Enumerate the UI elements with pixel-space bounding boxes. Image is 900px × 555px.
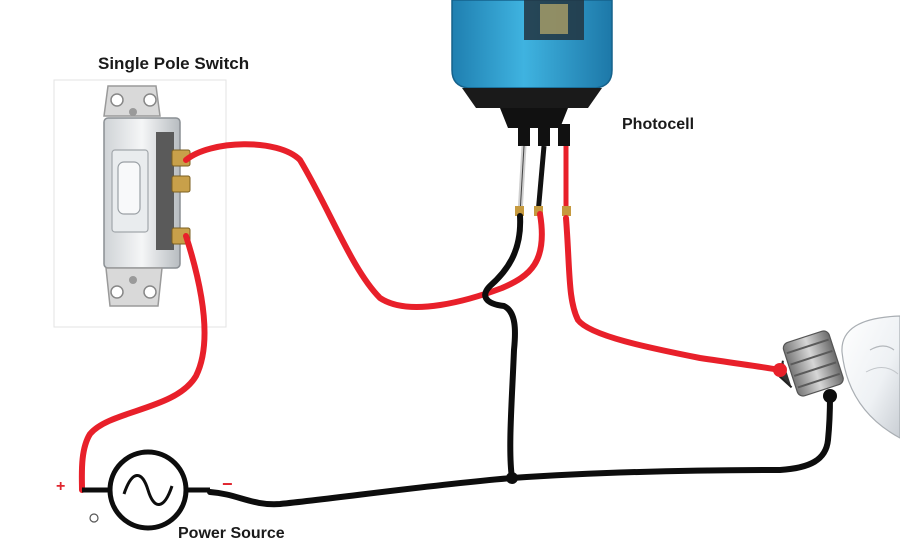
neutral-wires bbox=[207, 213, 833, 508]
terminal-marker-icon bbox=[89, 513, 99, 523]
photocell-sensor-icon bbox=[451, 0, 613, 216]
power-source-label: Power Source bbox=[178, 525, 285, 542]
single-pole-switch-icon bbox=[53, 79, 227, 328]
hot-wires bbox=[78, 141, 783, 493]
switch-label: Single Pole Switch bbox=[98, 54, 250, 73]
negative-terminal-label: − bbox=[222, 474, 233, 494]
bulb-neutral-connection-dot bbox=[823, 389, 837, 403]
neutral-junction-dot bbox=[506, 472, 518, 484]
positive-terminal-label: + bbox=[56, 478, 66, 495]
wire-photocell-neutral bbox=[482, 213, 524, 481]
light-bulb-icon bbox=[778, 315, 900, 439]
ac-sine-source-icon bbox=[82, 449, 210, 531]
bulb-hot-connection-dot bbox=[773, 363, 787, 377]
photocell-label: Photocell bbox=[622, 116, 695, 133]
wire-photocell-to-bulb bbox=[563, 215, 783, 373]
wire-source-to-switch bbox=[78, 233, 208, 493]
wire-neutral-bus bbox=[207, 393, 833, 508]
wire-switch-to-photocell bbox=[183, 141, 545, 310]
